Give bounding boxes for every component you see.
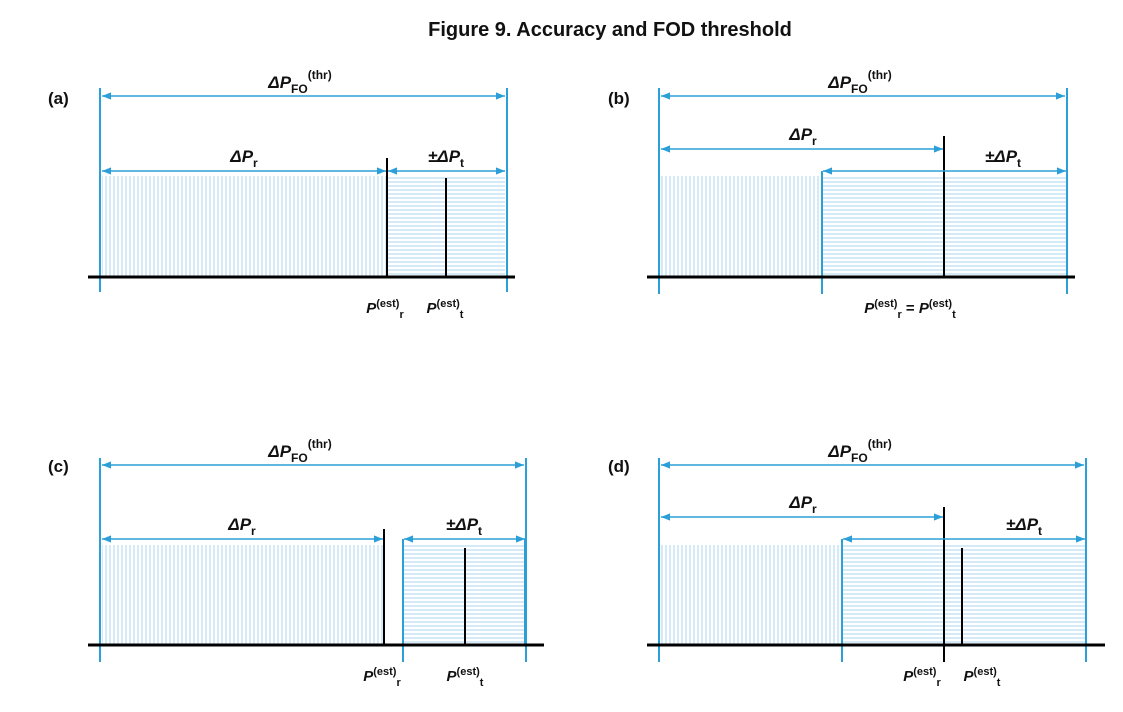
dp-r-label: ΔPr [788,125,817,148]
dp-t-label: ±ΔPt [1006,515,1042,538]
dp-t-label: ±ΔPt [428,147,464,170]
range-r-hatch [661,545,842,645]
threshold-label: ΔPFO(thr) [267,437,331,465]
pr-est-label: P(est)r = P(est)t [864,298,956,321]
dp-t-label: ±ΔPt [446,515,482,538]
pt-est-label: P(est)t [447,666,484,689]
panel-label: (d) [608,457,630,476]
range-r-hatch [102,176,387,277]
threshold-label: ΔPFO(thr) [827,437,891,465]
panel-label: (a) [48,89,69,108]
threshold-label: ΔPFO(thr) [267,68,331,96]
threshold-label: ΔPFO(thr) [827,68,891,96]
range-r-hatch [661,176,822,277]
pr-est-label: P(est)r [366,298,404,321]
pr-est-label: P(est)r [903,666,941,689]
pt-est-label: P(est)t [964,666,1001,689]
panel-label: (b) [608,89,630,108]
dp-t-label: ±ΔPt [985,147,1021,170]
pt-est-label: P(est)t [427,298,464,321]
pr-est-label: P(est)r [363,666,401,689]
dp-r-label: ΔPr [229,147,258,170]
dp-r-label: ΔPr [788,493,817,516]
figure-title: Figure 9. Accuracy and FOD threshold [428,19,792,41]
range-t-hatch [842,545,1085,645]
dp-r-label: ΔPr [227,515,256,538]
panel-label: (c) [48,457,69,476]
range-r-hatch [102,545,384,645]
